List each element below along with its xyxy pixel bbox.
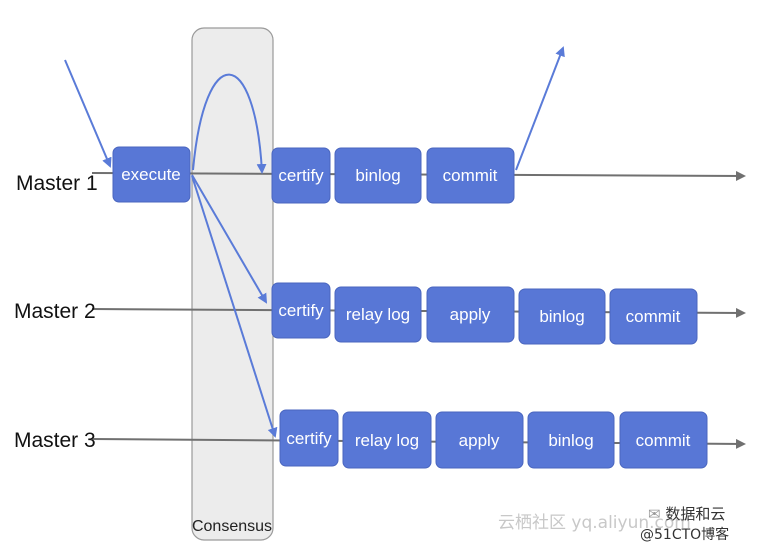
master-3-binlog-box: binlog (527, 411, 615, 469)
to-master-2-arrow (191, 174, 268, 304)
consensus-arc-arrow (192, 73, 267, 174)
svg-text:certify: certify (286, 429, 332, 448)
master-3-certify-box: certify (279, 409, 339, 467)
master-1-certify-box: certify (271, 147, 331, 204)
master-1-binlog-box: binlog (334, 147, 422, 204)
master-3-relay-log-box: relay log (342, 411, 432, 469)
master-2-label: Master 2 (14, 300, 96, 323)
svg-text:binlog: binlog (539, 307, 584, 326)
outgoing-arrow (515, 46, 565, 171)
to-master-3-arrow (191, 175, 278, 438)
master-2-relay-log-box: relay log (334, 286, 422, 343)
svg-text:certify: certify (278, 166, 324, 185)
svg-text:binlog: binlog (355, 166, 400, 185)
master-2-certify-box: certify (271, 282, 331, 339)
svg-text:commit: commit (636, 431, 691, 450)
blog-watermark: @51CTO博客 (640, 527, 730, 543)
consensus-label: Consensus (192, 518, 272, 535)
consensus-band (191, 27, 274, 541)
master-2-binlog-box: binlog (518, 288, 606, 345)
aliyun-watermark: 云栖社区 yq.aliyun.com (498, 513, 691, 533)
master-1-execute-box: execute (112, 146, 191, 203)
master-2-apply-box: apply (426, 286, 515, 343)
svg-text:apply: apply (459, 431, 500, 450)
incoming-arrow (64, 59, 112, 168)
wechat-watermark: ✉ 数据和云 (648, 503, 725, 524)
svg-text:commit: commit (626, 307, 681, 326)
master-1-commit-box: commit (426, 147, 515, 204)
master-3-apply-box: apply (435, 411, 524, 469)
master-3-label: Master 3 (14, 429, 96, 452)
svg-text:relay log: relay log (355, 431, 419, 450)
svg-text:relay log: relay log (346, 305, 410, 324)
wechat-icon: ✉ (648, 505, 661, 523)
master-2-commit-box: commit (609, 288, 698, 345)
svg-text:apply: apply (450, 305, 491, 324)
svg-text:execute: execute (121, 165, 181, 184)
wechat-name: 数据和云 (665, 505, 726, 523)
svg-text:commit: commit (443, 166, 498, 185)
svg-text:binlog: binlog (548, 431, 593, 450)
master-1-label: Master 1 (16, 172, 98, 195)
master-3-commit-box: commit (619, 411, 708, 469)
svg-text:certify: certify (278, 301, 324, 320)
